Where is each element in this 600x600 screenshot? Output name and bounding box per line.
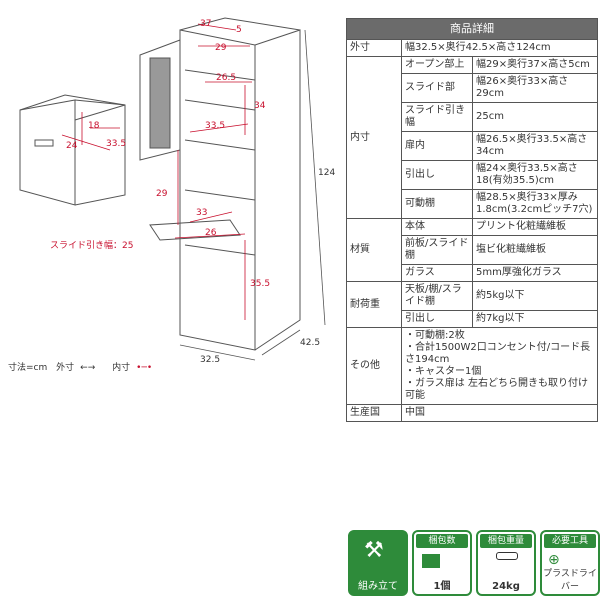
dim-inner-width: 29 [215,43,227,53]
legend-unit: 寸法=cm [8,363,48,373]
inner-row-value: 幅26×奥行33×高さ29cm [472,73,598,103]
dim-top-depth: 37 [200,19,211,29]
other-value: ・可動棚:2枚 ・合計1500W2口コンセント付/コード長さ194cm ・キャス… [401,327,598,405]
origin-value: 中国 [401,404,598,422]
badge-caption: 梱包数 [416,534,468,548]
inner-row-value: 幅24×奥行33.5×高さ18(有効35.5)cm [472,160,598,190]
dim-lower-height: 35.5 [250,279,270,289]
inner-row-value: 25cm [472,102,598,132]
other-item: ・可動棚:2枚 [405,330,465,341]
badge-main: プラスドライバー [543,569,597,592]
inner-row-label: スライド引き幅 [401,102,473,132]
material-row-value: プリント化粧繊維板 [472,218,598,236]
inner-row-label: 引出し [401,160,473,190]
box-icon [422,554,440,568]
other-item: ・合計1500W2口コンセント付/コード長さ194cm [405,342,591,365]
load-row-label: 天板/棚/スライド棚 [401,281,473,311]
dim-total-height: 124 [318,168,335,178]
dim-bottom-width: 32.5 [200,355,220,365]
dim-shelf-depth: 33.5 [205,121,225,131]
material-row-label: 前板/スライド棚 [401,235,473,265]
dim-drawer-w: 24 [66,141,78,151]
inner-row-label: 扉内 [401,131,473,161]
dim-drawer-h: 18 [88,121,100,131]
info-badges: ⚒ 組み立て 梱包数 1個 梱包重量 24kg 必要工具 ⊕ プラスドライバー [348,530,600,596]
inner-row-value: 幅28.5×奥行33×厚み1.8cm(3.2cmピッチ7穴) [472,189,598,219]
legend-outer: 外寸 [56,363,75,373]
outer-arrow-icon: ←→ [80,363,96,373]
package-weight-badge: 梱包重量 24kg [476,530,536,596]
badge-main: 24kg [492,581,520,592]
weight-icon [496,552,518,560]
slide-note: スライド引き幅：25 [50,239,133,251]
load-row-value: 約7kg以下 [472,310,598,328]
inner-row-value: 幅29×奥行37×高さ5cm [472,56,598,74]
spec-header: 商品詳細 [346,18,598,40]
hammer-wrench-icon: ⚒ [364,538,384,563]
material-row-label: ガラス [401,264,473,282]
other-item: ・キャスター1個 [405,366,482,377]
inner-row-value: 幅26.5×奥行33.5×高さ34cm [472,131,598,161]
dim-drawer-width: 26 [205,228,217,238]
material-row-value: 5mm厚強化ガラス [472,264,598,282]
badge-main: 1個 [433,581,451,592]
material-row-label: 本体 [401,218,473,236]
dim-bottom-depth: 42.5 [300,338,320,348]
screwdriver-icon: ⊕ [548,552,560,568]
material-row-value: 塩ビ化粧繊維板 [472,235,598,265]
product-dimension-diagram: 37 5 29 26.5 34 33.5 29 33 26 35.5 18 24… [19,17,335,365]
load-label: 耐荷重 [346,281,402,328]
other-label: その他 [346,327,402,405]
dim-slide-depth: 34 [254,101,266,111]
badge-caption: 必要工具 [544,534,596,548]
dimension-legend: 寸法=cm 外寸 ←→ 内寸 •─• [8,360,158,373]
outer-value: 幅32.5×奥行42.5×高さ124cm [401,39,598,57]
load-row-value: 約5kg以下 [472,281,598,311]
dim-cab-height: 29 [156,189,168,199]
inner-row-label: オープン部上 [401,56,473,74]
dim-drawer-d: 33.5 [106,139,126,149]
inner-row-label: 可動棚 [401,189,473,219]
spec-table: 商品詳細 外寸 幅32.5×奥行42.5×高さ124cm 内寸 オープン部上 幅… [346,18,598,422]
outer-label: 外寸 [346,39,402,57]
assembly-badge: ⚒ 組み立て [348,530,408,596]
dim-slide-width: 26.5 [216,73,236,83]
badge-main: 組み立て [358,581,398,592]
origin-label: 生産国 [346,404,402,422]
dim-top-side: 5 [236,25,242,35]
inner-label: 内寸 [346,56,402,219]
required-tool-badge: 必要工具 ⊕ プラスドライバー [540,530,600,596]
material-label: 材質 [346,218,402,282]
package-count-badge: 梱包数 1個 [412,530,472,596]
legend-inner: 内寸 [112,363,131,373]
other-item: ・ガラス扉は 左右どちら開きも取り付け可能 [405,378,588,401]
badge-caption: 梱包重量 [480,534,532,548]
dim-drawer-depth: 33 [196,208,207,218]
load-row-label: 引出し [401,310,473,328]
inner-dot-arrow-icon: •─• [136,363,153,373]
inner-row-label: スライド部 [401,73,473,103]
